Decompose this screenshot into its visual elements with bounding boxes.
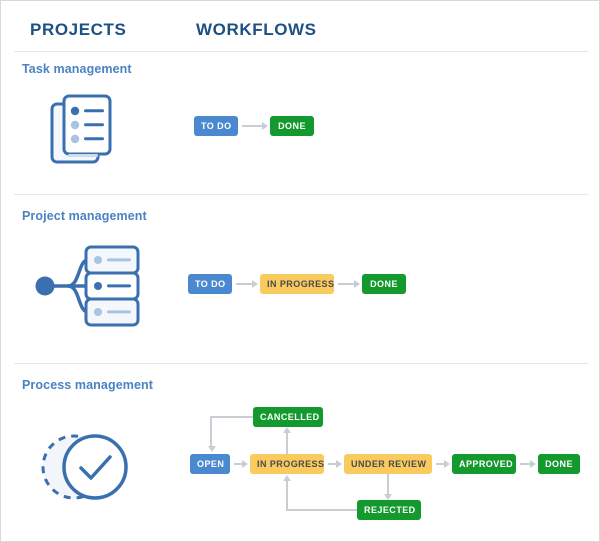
status-badge-cancelled[interactable]: CANCELLED (253, 407, 323, 427)
workflows-column-header: WORKFLOWS (196, 20, 317, 39)
transition-in-progress-done-line (338, 283, 354, 285)
transition-under-review-rejected-arrowhead (384, 494, 392, 500)
status-badge-done[interactable]: DONE (270, 116, 314, 136)
transition-cancelled-open-line-h (210, 416, 253, 418)
transition-in-progress-cancelled-line (286, 433, 288, 454)
transition-to-do-done-arrowhead (262, 122, 268, 130)
project-branch-nodes-icon (28, 240, 144, 332)
section-title-task-management: Task management (22, 62, 132, 76)
transition-open-in-progress-line (234, 463, 242, 465)
transition-under-review-rejected-line (387, 474, 389, 494)
transition-cancelled-open-arrowhead (208, 446, 216, 452)
transition-under-review-approved-line (436, 463, 444, 465)
transition-to-do-in-progress-arrowhead (252, 280, 258, 288)
transition-open-in-progress-arrowhead (242, 460, 248, 468)
transition-under-review-approved-arrowhead (444, 460, 450, 468)
status-badge-rejected[interactable]: REJECTED (357, 500, 421, 520)
transition-rejected-in-progress-line-v (286, 481, 288, 511)
projects-column-header: PROJECTS (30, 20, 127, 39)
section-divider-1 (14, 194, 588, 195)
transition-rejected-in-progress-line-h (286, 509, 357, 511)
section-title-project-management: Project management (22, 209, 147, 223)
status-badge-open[interactable]: OPEN (190, 454, 230, 474)
transition-approved-done-arrowhead (530, 460, 536, 468)
transition-to-do-done-line (242, 125, 262, 127)
transition-in-progress-under-review-arrowhead (336, 460, 342, 468)
transition-approved-done-line (520, 463, 530, 465)
transition-in-progress-done-arrowhead (354, 280, 360, 288)
column-headers: PROJECTS WORKFLOWS (2, 2, 599, 51)
stacked-documents-checklist-icon (48, 90, 128, 170)
status-badge-under-review[interactable]: UNDER REVIEW (344, 454, 432, 474)
transition-to-do-in-progress-line (236, 283, 252, 285)
header-divider (14, 51, 588, 52)
status-badge-done-2[interactable]: DONE (362, 274, 406, 294)
status-badge-approved[interactable]: APPROVED (452, 454, 516, 474)
dashed-circle-check-icon (36, 426, 140, 508)
status-badge-in-progress-3[interactable]: IN PROGRESS (250, 454, 324, 474)
status-badge-done-3[interactable]: DONE (538, 454, 580, 474)
transition-in-progress-under-review-line (328, 463, 336, 465)
status-badge-in-progress-2[interactable]: IN PROGRESS (260, 274, 334, 294)
status-badge-to-do-2[interactable]: TO DO (188, 274, 232, 294)
transition-rejected-in-progress-arrowhead (283, 475, 291, 481)
section-title-process-management: Process management (22, 378, 154, 392)
section-divider-2 (14, 363, 588, 364)
transition-cancelled-open-line-v (210, 416, 212, 446)
transition-in-progress-cancelled-arrowhead (283, 427, 291, 433)
status-badge-to-do[interactable]: TO DO (194, 116, 238, 136)
